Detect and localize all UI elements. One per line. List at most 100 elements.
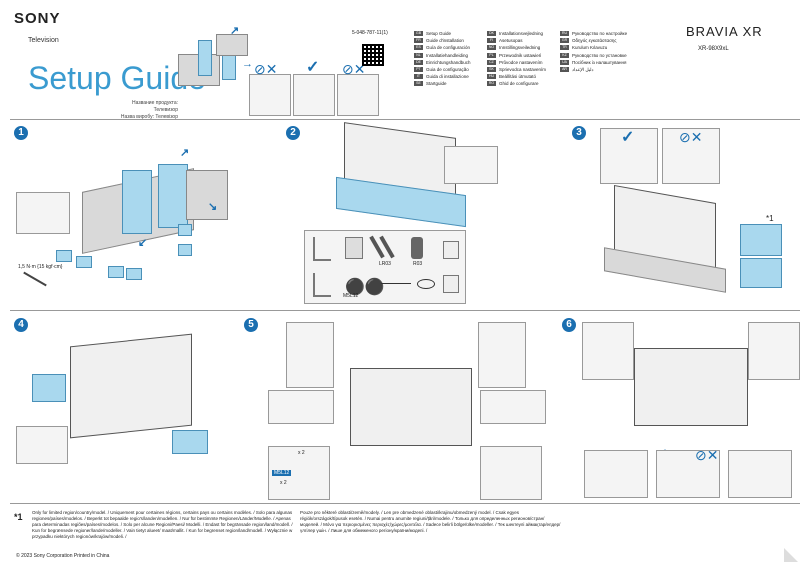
- product-category: Television: [28, 37, 59, 44]
- product-line: BRAVIA XR: [686, 24, 763, 39]
- cushion: [198, 40, 212, 76]
- language-label: Ghid de configurare: [499, 81, 539, 87]
- arrow-icon: →: [242, 58, 253, 70]
- detail-panel: [286, 322, 334, 388]
- detail-panel: [740, 224, 782, 256]
- language-code: FI: [487, 38, 496, 44]
- language-label: Guide d'installation: [426, 38, 464, 44]
- language-code: AR: [560, 67, 569, 73]
- language-code: ES: [414, 45, 423, 51]
- detail-panel: [478, 322, 526, 388]
- language-label: Guia de configuração: [426, 66, 469, 72]
- language-code: SE: [414, 81, 423, 87]
- battery-label: LR03: [379, 261, 391, 267]
- manual-icon: [345, 237, 363, 259]
- tv-panel: [70, 333, 192, 439]
- language-code: NO: [487, 45, 496, 51]
- detail-panel: [268, 390, 334, 424]
- clip-part: [56, 250, 72, 262]
- language-code: RO: [487, 81, 496, 87]
- step-number: 5: [244, 318, 258, 332]
- prohibited-icon: ⊘✕: [342, 61, 366, 77]
- tv-panel: [634, 348, 748, 426]
- step1-illustration: ↗ ↘ ↙ 1,5 N·m {15 kgf·cm}: [12, 140, 262, 305]
- inset-panel: [444, 146, 498, 184]
- arrow-icon: ↗: [230, 25, 240, 37]
- language-label: Asetusopas: [499, 38, 523, 44]
- card-icon: [443, 241, 459, 259]
- model-name-ua-line: Назва виробу: Телевізор: [120, 114, 178, 120]
- cushion: [122, 170, 152, 234]
- language-label: Przewodnik ustawień: [499, 52, 542, 58]
- screwdriver-icon: [23, 271, 47, 287]
- language-label: Guía de configuración: [426, 45, 471, 51]
- page-title: Setup Guide: [28, 60, 206, 96]
- language-label: Руководство по настройке: [572, 31, 628, 36]
- step5-illustration: x 2 M5L12 x 2: [258, 318, 558, 500]
- language-label: Einrichtungshandbuch: [426, 59, 471, 65]
- ng-panel: ⊘✕: [249, 61, 291, 116]
- box-top: [216, 34, 248, 56]
- language-label: Installatiehandleiding: [426, 52, 469, 58]
- clip-part: [178, 224, 192, 236]
- language-code: IT: [414, 74, 423, 80]
- step-number: 4: [14, 318, 28, 332]
- divider: [10, 119, 800, 120]
- detail-panel: [740, 258, 782, 288]
- language-code: GB: [414, 31, 423, 37]
- model-name-ru-line: Название продукта: Телевизор: [132, 100, 178, 113]
- torque-spec: 1,5 N·m {15 kgf·cm}: [18, 264, 63, 270]
- language-code: DK: [487, 31, 496, 37]
- model-number: XR-98X9xL: [698, 46, 729, 52]
- stand-leg-icon: [313, 273, 331, 297]
- footnote-ref: *1: [766, 214, 774, 223]
- language-code: NL: [414, 52, 423, 58]
- clip-part: [126, 268, 142, 280]
- detail-panel: [480, 446, 542, 500]
- language-code: GR: [560, 38, 569, 44]
- detail-panel: [748, 322, 800, 380]
- warning-panel: [16, 426, 68, 464]
- sony-logo: SONY: [14, 10, 61, 27]
- stand-box: [32, 374, 66, 402]
- language-label: Sprievodca nastavením: [499, 66, 547, 72]
- step2-illustration: LR03 R03 ⚫⚫ M5L12: [300, 122, 570, 306]
- stand-leg-icon: [313, 237, 331, 261]
- language-code: TR: [560, 45, 569, 51]
- language-label: Startguide: [426, 81, 447, 87]
- language-code: KZ: [560, 52, 569, 58]
- ok-panel: ✓: [584, 447, 668, 498]
- battery-label: R03: [413, 261, 423, 267]
- language-code: HU: [487, 74, 496, 80]
- screw-label: M5L12: [272, 470, 292, 476]
- language-label: دليل الإعداد: [572, 66, 594, 72]
- ng-panel: [656, 450, 720, 498]
- remote-icon: [411, 237, 423, 259]
- divider: [10, 503, 800, 504]
- accessories-panel: LR03 R03 ⚫⚫ M5L12: [304, 230, 466, 304]
- box-side: [186, 170, 228, 220]
- language-label: Installationsvejledning: [499, 31, 544, 36]
- language-code: RU: [560, 31, 569, 37]
- step6-illustration: ✓ ⊘✕: [580, 318, 800, 500]
- check-icon: ✓: [621, 129, 635, 146]
- arrow-icon: ↙: [138, 237, 148, 249]
